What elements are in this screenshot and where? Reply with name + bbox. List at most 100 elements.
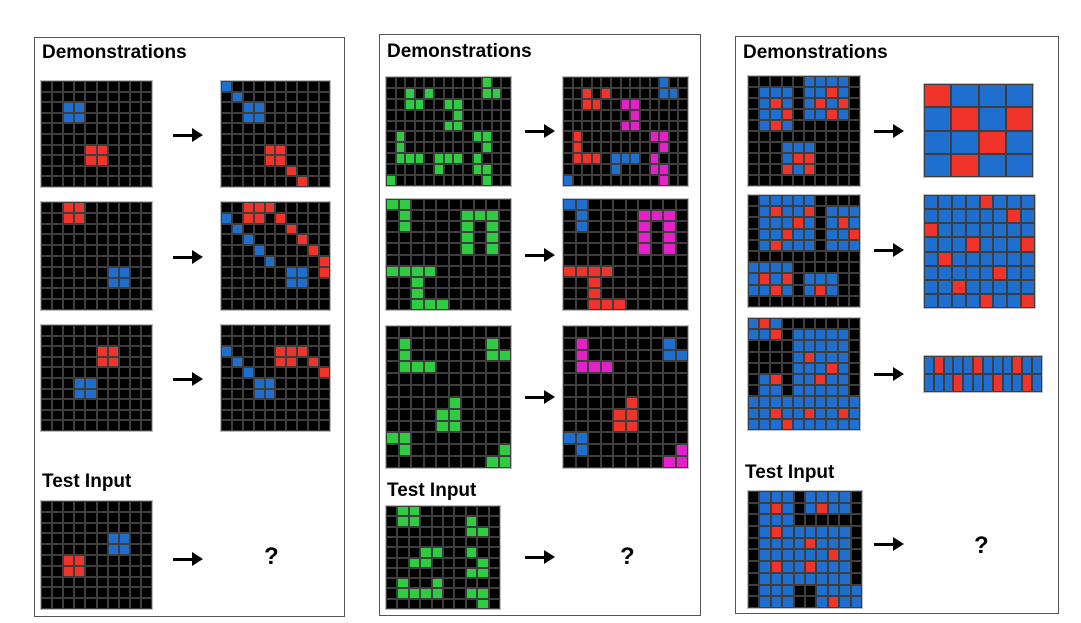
grid-cell — [448, 444, 461, 457]
grid-cell — [650, 444, 663, 457]
grid-cell — [1005, 130, 1033, 154]
grid-cell — [613, 265, 626, 277]
grid-cell — [424, 120, 435, 132]
grid-cell — [951, 279, 966, 294]
grid-cell — [96, 409, 108, 421]
grid-cell — [461, 385, 474, 397]
grid-cell — [398, 337, 411, 350]
grid-cell — [411, 199, 424, 211]
grid-cell — [649, 164, 660, 176]
grid-cell — [74, 91, 86, 103]
grid-cell — [448, 221, 461, 233]
grid-cell — [770, 228, 782, 240]
grid-cell — [286, 335, 298, 347]
grid-cell — [411, 210, 424, 222]
grid-cell — [420, 598, 432, 609]
grid-cell — [297, 123, 309, 134]
grid-cell — [52, 325, 64, 336]
grid-cell — [815, 175, 827, 186]
grid-cell — [613, 396, 626, 409]
grid-cell — [118, 555, 130, 566]
grid-cell — [397, 516, 409, 527]
grid-cell — [405, 87, 415, 99]
grid-cell — [454, 547, 466, 558]
grid-cell — [129, 356, 141, 368]
grid-cell — [804, 561, 817, 573]
grid-cell — [231, 266, 243, 278]
grid-cell — [107, 346, 119, 357]
grid-cell — [308, 134, 320, 145]
grid-cell — [264, 388, 276, 400]
grid-cell — [443, 153, 454, 165]
grid-cell — [937, 195, 952, 210]
grid-cell — [253, 356, 265, 368]
grid-cell — [63, 565, 75, 577]
grid-cell — [85, 256, 97, 267]
grid-cell — [792, 362, 804, 374]
grid-cell — [965, 279, 980, 294]
grid-cell — [52, 367, 64, 378]
grid-cell — [308, 112, 320, 124]
grid-cell — [650, 221, 663, 233]
grid-cell — [275, 325, 287, 336]
grid-cell — [107, 91, 119, 103]
grid-cell — [601, 77, 612, 88]
grid-cell — [319, 409, 330, 421]
grid-cell — [118, 522, 130, 534]
grid-cell — [675, 432, 688, 445]
grid-cell — [759, 373, 771, 386]
grid-cell — [668, 164, 679, 176]
grid-cell — [41, 144, 53, 156]
grid-cell — [107, 112, 119, 124]
grid-cell — [96, 576, 108, 588]
grid-cell — [63, 245, 75, 256]
grid-cell — [297, 378, 309, 389]
grid-cell — [588, 276, 601, 288]
grid-cell — [411, 456, 424, 468]
grid-cell — [453, 131, 463, 143]
grid-cell — [472, 98, 483, 110]
grid-cell — [448, 298, 461, 310]
grid-cell — [85, 176, 97, 187]
grid-cell — [770, 549, 783, 562]
grid-cell — [297, 277, 309, 289]
grid-cell — [837, 142, 849, 153]
grid-cell — [563, 373, 576, 386]
grid-cell — [85, 399, 97, 410]
grid-cell — [951, 223, 966, 238]
grid-cell — [663, 199, 676, 211]
grid-cell — [973, 374, 983, 392]
grid-cell — [815, 362, 827, 374]
grid-cell — [52, 288, 64, 300]
grid-cell — [1021, 251, 1035, 266]
grid-cell — [41, 266, 53, 278]
grid-cell — [275, 91, 287, 103]
grid-cell — [649, 77, 660, 88]
panel-3-demo-3-output — [923, 355, 1043, 393]
grid-cell — [319, 420, 330, 431]
grid-cell — [395, 120, 406, 132]
grid-cell — [275, 378, 287, 389]
grid-cell — [650, 361, 663, 374]
grid-cell — [748, 329, 760, 341]
grid-cell — [501, 142, 511, 154]
panel-1-demo-1-input — [40, 80, 153, 188]
grid-cell — [423, 361, 436, 374]
grid-cell — [386, 408, 399, 421]
grid-cell — [591, 142, 602, 154]
grid-cell — [443, 77, 454, 88]
grid-cell — [63, 420, 75, 431]
grid-cell — [575, 276, 588, 288]
grid-cell — [675, 232, 688, 244]
grid-cell — [85, 277, 97, 289]
grid-cell — [1007, 293, 1022, 308]
grid-cell — [129, 501, 141, 512]
grid-cell — [837, 109, 849, 120]
grid-cell — [792, 153, 804, 164]
grid-cell — [286, 378, 298, 389]
grid-cell — [253, 112, 265, 124]
grid-cell — [395, 131, 406, 143]
grid-cell — [803, 239, 816, 251]
grid-cell — [408, 547, 421, 558]
grid-cell — [420, 588, 432, 599]
